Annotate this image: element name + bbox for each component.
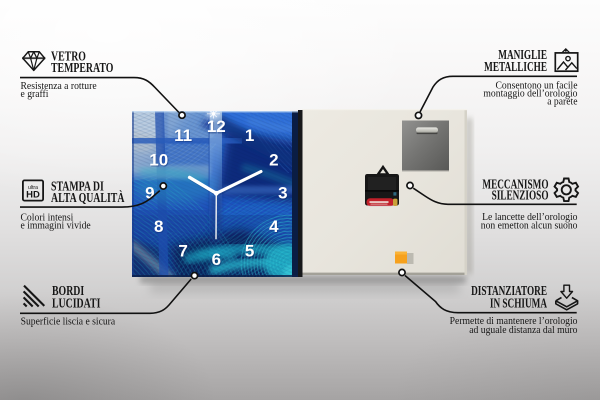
svg-text:10: 10: [149, 151, 168, 170]
svg-text:e graffi: e graffi: [21, 89, 49, 100]
svg-text:HD: HD: [26, 190, 40, 201]
svg-text:ultra: ultra: [28, 185, 38, 191]
svg-text:non emetton alcun suono: non emetton alcun suono: [481, 220, 578, 231]
svg-text:a parete: a parete: [547, 96, 578, 107]
svg-text:11: 11: [174, 126, 192, 145]
svg-text:3: 3: [278, 184, 287, 203]
svg-text:ad uguale distanza dal muro: ad uguale distanza dal muro: [469, 325, 577, 336]
svg-text:TEMPERATO: TEMPERATO: [51, 61, 113, 76]
svg-text:8: 8: [155, 218, 164, 237]
svg-text:7: 7: [179, 242, 188, 261]
svg-text:MANIGLIE: MANIGLIE: [498, 49, 547, 63]
svg-text:IN SCHIUMA: IN SCHIUMA: [490, 297, 548, 311]
svg-text:5: 5: [245, 241, 254, 260]
svg-text:10: 10: [150, 152, 169, 171]
svg-text:9: 9: [145, 184, 154, 203]
svg-text:2: 2: [270, 152, 279, 171]
svg-text:Permette di mantenere l’orolog: Permette di mantenere l’orologio: [450, 316, 578, 327]
svg-text:11: 11: [175, 127, 193, 146]
svg-text:12: 12: [207, 117, 226, 136]
svg-text:MECCANISMO: MECCANISMO: [482, 178, 548, 192]
svg-text:STAMPA DI: STAMPA DI: [51, 179, 104, 194]
svg-text:6: 6: [212, 251, 221, 270]
svg-text:5: 5: [246, 242, 255, 261]
svg-text:ALTA QUALITÀ: ALTA QUALITÀ: [51, 190, 125, 206]
svg-text:4: 4: [270, 218, 280, 237]
svg-text:Superficie liscia e sicura: Superficie liscia e sicura: [21, 316, 116, 327]
svg-text:Colori intensi: Colori intensi: [21, 212, 74, 223]
svg-text:VETRO: VETRO: [51, 49, 86, 64]
svg-text:4: 4: [269, 217, 279, 236]
svg-text:2: 2: [269, 151, 278, 170]
svg-text:1: 1: [246, 127, 255, 146]
svg-text:Resistenza a rotture: Resistenza a rotture: [21, 80, 98, 91]
svg-text:9: 9: [146, 185, 155, 204]
svg-text:METALLICHE: METALLICHE: [484, 61, 547, 75]
svg-text:8: 8: [154, 217, 163, 236]
svg-text:e immagini vivide: e immagini vivide: [21, 220, 92, 231]
svg-text:BORDI: BORDI: [52, 284, 85, 299]
svg-text:DISTANZIATORE: DISTANZIATORE: [471, 285, 547, 299]
svg-text:12: 12: [208, 118, 227, 137]
svg-text:7: 7: [178, 241, 187, 260]
svg-text:Consentono un facile: Consentono un facile: [495, 80, 578, 91]
svg-text:montaggio dell’orologio: montaggio dell’orologio: [483, 88, 577, 99]
svg-text:LUCIDATI: LUCIDATI: [52, 296, 101, 311]
svg-text:6: 6: [212, 250, 221, 269]
svg-text:3: 3: [279, 185, 288, 204]
svg-text:Le lancette dell’orologio: Le lancette dell’orologio: [482, 212, 577, 223]
svg-text:1: 1: [245, 126, 254, 145]
svg-text:SILENZIOSO: SILENZIOSO: [492, 189, 549, 203]
